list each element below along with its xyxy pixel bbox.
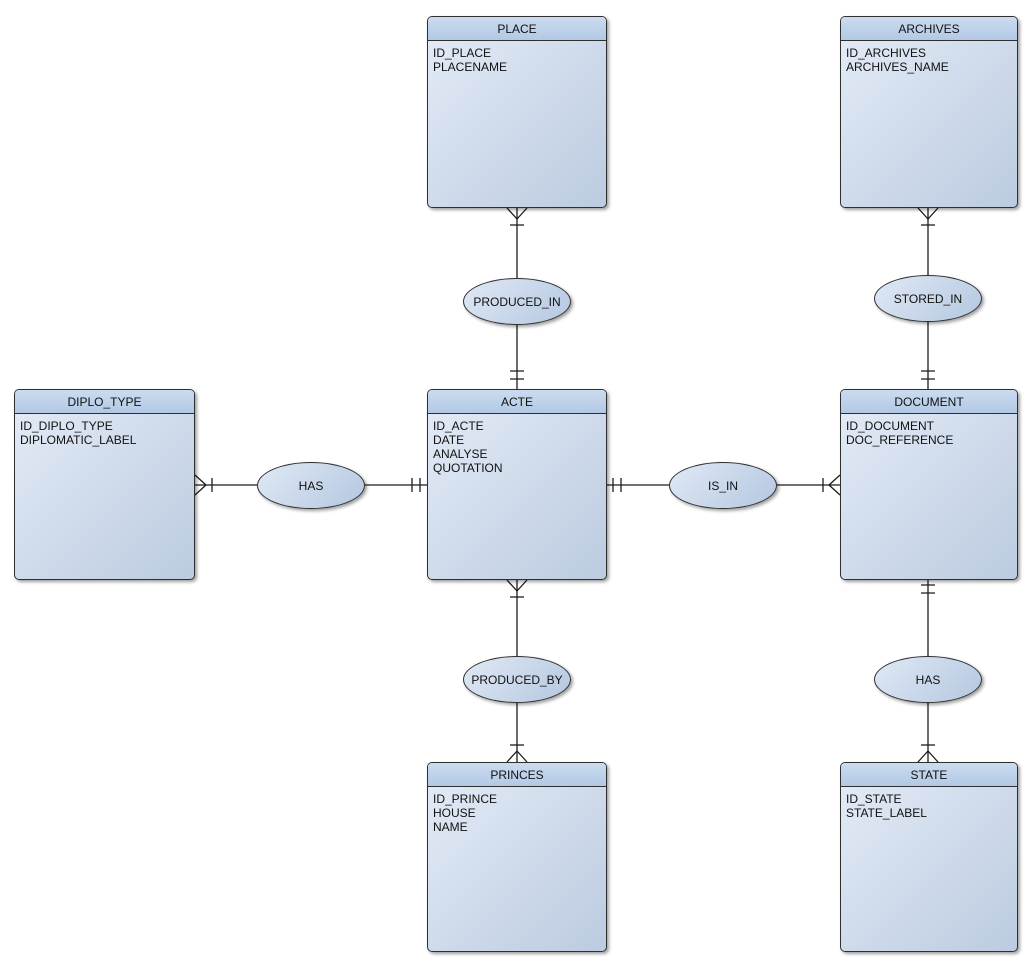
entity-attributes: ID_STATE STATE_LABEL — [841, 787, 1017, 825]
crowsfoot-marker — [506, 207, 528, 220]
attribute: HOUSE — [433, 806, 476, 820]
attribute: ID_DOCUMENT — [846, 419, 935, 433]
relationship-produced-in[interactable]: PRODUCED_IN — [463, 278, 571, 325]
attribute: ARCHIVES_NAME — [846, 60, 949, 74]
relationship-label: PRODUCED_IN — [473, 294, 561, 309]
connector-acte-is-in-document — [607, 474, 841, 496]
attribute: ID_DIPLO_TYPE — [20, 419, 113, 433]
entity-title: ACTE — [428, 390, 606, 414]
connector-place-produced-in-acte — [506, 207, 528, 389]
attribute: DATE — [433, 433, 465, 447]
attribute: NAME — [433, 820, 468, 834]
attribute: ANALYSE — [433, 447, 488, 461]
crowsfoot-marker — [506, 750, 528, 763]
entity-attributes: ID_DOCUMENT DOC_REFERENCE — [841, 414, 1017, 452]
attribute: PLACENAME — [433, 60, 508, 74]
connector-archives-stored-in-document — [917, 207, 939, 389]
entity-title: PLACE — [428, 17, 606, 41]
relationship-label: PRODUCED_BY — [471, 672, 563, 687]
entity-princes[interactable]: PRINCES ID_PRINCE HOUSE NAME — [427, 762, 607, 952]
exactly-one-marker — [921, 584, 935, 594]
entity-acte[interactable]: ACTE ID_ACTE DATE ANALYSE QUOTATION — [427, 389, 607, 580]
relationship-label: HAS — [915, 672, 941, 687]
relationship-label: IS_IN — [707, 478, 738, 493]
relationship-has-state[interactable]: HAS — [874, 656, 982, 703]
entity-attributes: ID_ARCHIVES ARCHIVES_NAME — [841, 41, 1017, 79]
crowsfoot-marker — [194, 474, 207, 496]
crowsfoot-marker — [506, 579, 528, 592]
entity-attributes: ID_PRINCE HOUSE NAME — [428, 787, 606, 839]
entity-place[interactable]: PLACE ID_PLACE PLACENAME — [427, 16, 607, 208]
entity-title: DIPLO_TYPE — [15, 390, 194, 414]
attribute: ID_ACTE — [433, 419, 484, 433]
exactly-one-marker — [921, 370, 935, 380]
exactly-one-marker — [510, 370, 524, 380]
relationship-produced-by[interactable]: PRODUCED_BY — [463, 656, 571, 703]
connector-diplo-type-has-acte — [194, 474, 427, 496]
attribute: ID_STATE — [846, 792, 902, 806]
entity-title: DOCUMENT — [841, 390, 1017, 414]
crowsfoot-marker — [917, 750, 939, 763]
attribute: ID_PRINCE — [433, 792, 498, 806]
exactly-one-marker — [612, 478, 622, 492]
connector-acte-produced-by-princes — [506, 579, 528, 763]
entity-diplo-type[interactable]: DIPLO_TYPE ID_DIPLO_TYPE DIPLOMATIC_LABE… — [14, 389, 195, 580]
relationship-has-diplo-type[interactable]: HAS — [257, 462, 365, 509]
entity-attributes: ID_ACTE DATE ANALYSE QUOTATION — [428, 414, 606, 480]
attribute: STATE_LABEL — [846, 806, 927, 820]
entity-archives[interactable]: ARCHIVES ID_ARCHIVES ARCHIVES_NAME — [840, 16, 1018, 208]
relationship-label: STORED_IN — [893, 291, 963, 306]
connector-document-has-state — [917, 580, 939, 763]
relationship-is-in[interactable]: IS_IN — [669, 462, 777, 509]
entity-title: STATE — [841, 763, 1017, 787]
entity-document[interactable]: DOCUMENT ID_DOCUMENT DOC_REFERENCE — [840, 389, 1018, 580]
attribute: DOC_REFERENCE — [846, 433, 954, 447]
crowsfoot-marker — [828, 474, 841, 496]
relationship-label: HAS — [298, 478, 324, 493]
attribute: QUOTATION — [433, 461, 503, 475]
entity-title: PRINCES — [428, 763, 606, 787]
attribute: ID_PLACE — [433, 46, 492, 60]
crowsfoot-marker — [917, 207, 939, 220]
attribute: DIPLOMATIC_LABEL — [20, 433, 137, 447]
entity-title: ARCHIVES — [841, 17, 1017, 41]
entity-state[interactable]: STATE ID_STATE STATE_LABEL — [840, 762, 1018, 952]
exactly-one-marker — [411, 478, 421, 492]
entity-attributes: ID_PLACE PLACENAME — [428, 41, 606, 79]
entity-attributes: ID_DIPLO_TYPE DIPLOMATIC_LABEL — [15, 414, 194, 452]
attribute: ID_ARCHIVES — [846, 46, 927, 60]
relationship-stored-in[interactable]: STORED_IN — [874, 275, 982, 322]
